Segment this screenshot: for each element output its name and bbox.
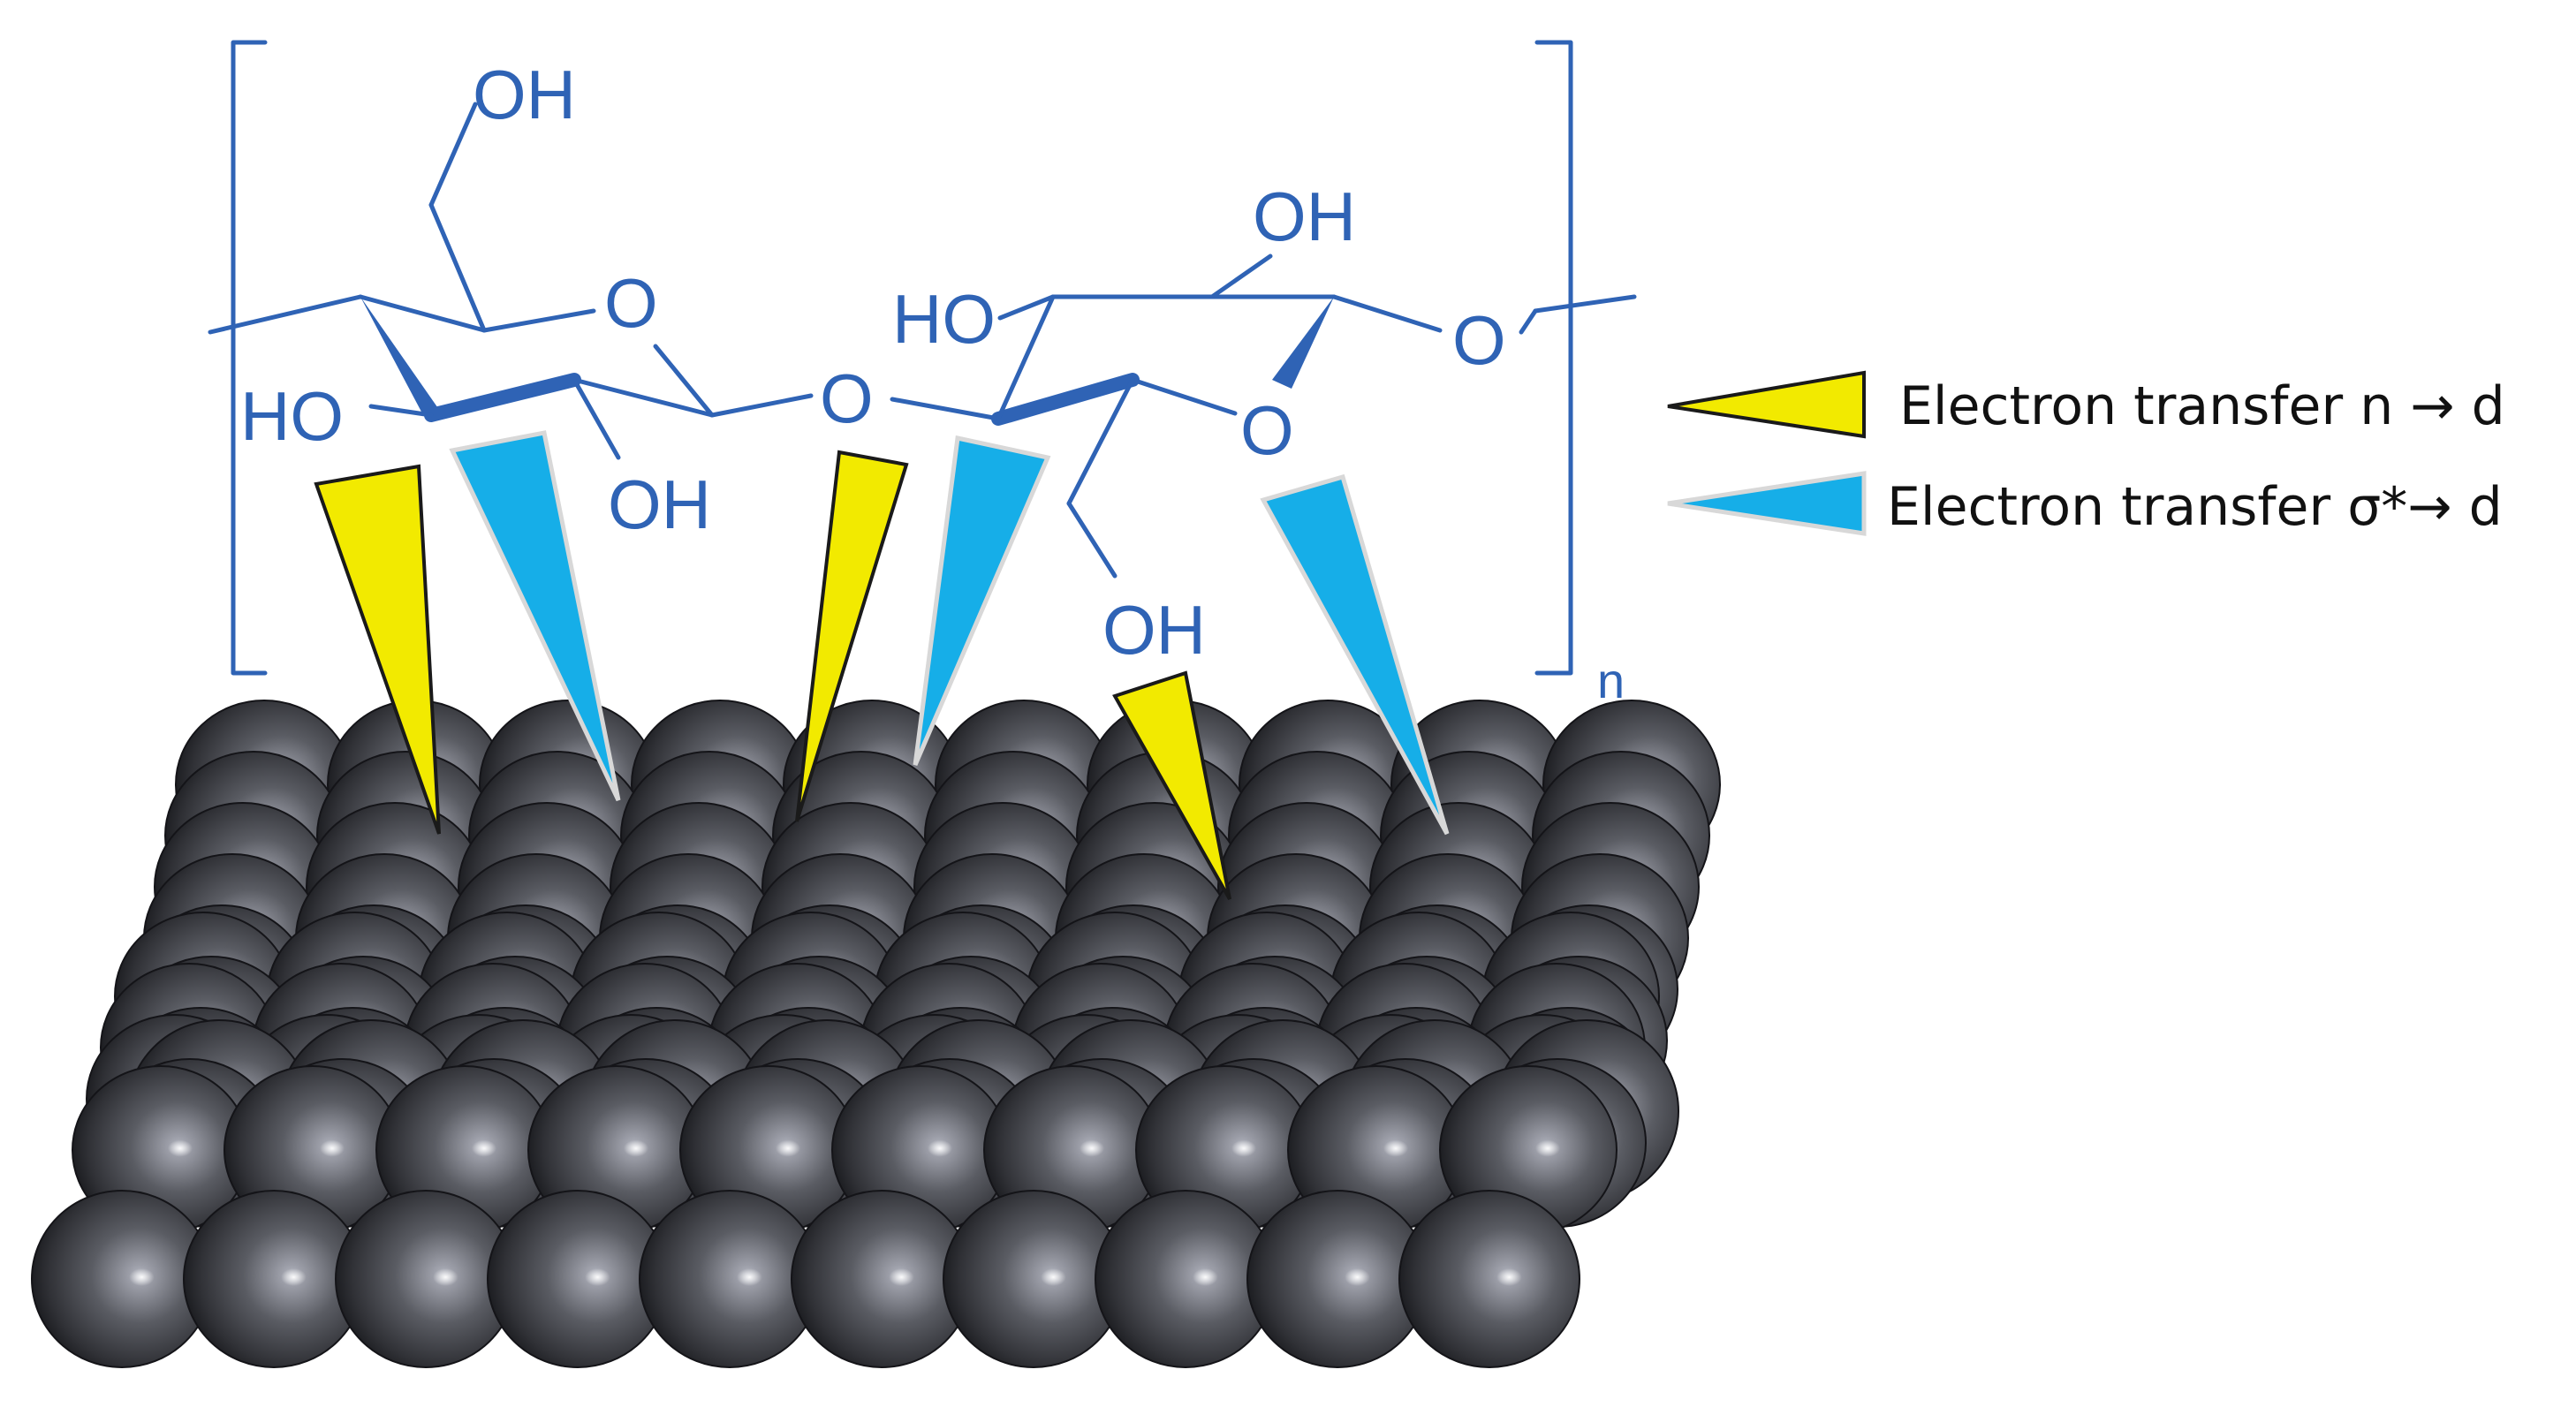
atom-label-o-ring1: O [604, 264, 658, 342]
atom-label-oh-ring2-bottom: OH [1102, 591, 1206, 669]
atom-label-oh-top: OH [473, 56, 576, 133]
wedge-sigma-to-d [1260, 473, 1450, 836]
cellulose-structure [208, 40, 1637, 676]
bond [1066, 377, 1135, 506]
atom-label-oh-ring2-top: OH [1253, 178, 1356, 255]
bond [572, 377, 715, 418]
metal-atom [791, 1190, 973, 1368]
repeat-subscript: n [1597, 653, 1625, 708]
atom-label-oh-bottom1: OH [608, 465, 711, 543]
bond [424, 373, 581, 422]
bond [1519, 308, 1538, 335]
bond [996, 294, 1056, 421]
bond [709, 393, 814, 418]
bond [1209, 253, 1273, 299]
bond [428, 102, 478, 208]
wedge-n-to-d [795, 450, 909, 822]
legend-swatch-yellow-wedge [1667, 370, 1866, 439]
legend-item-sigma-to-d: Electron transfer σ*→ d [1667, 471, 2503, 538]
bond [358, 294, 487, 333]
bond [653, 344, 715, 418]
metal-atom [183, 1190, 365, 1368]
legend-label-n-to-d: Electron transfer n → d [1899, 375, 2505, 437]
wedge-sigma-to-d [449, 430, 621, 802]
atom-label-ho-left: HO [240, 377, 344, 455]
atom-label-ho-ring2: HO [892, 280, 996, 358]
bond [890, 397, 1001, 421]
legend-label-sigma-to-d: Electron transfer σ*→ d [1887, 476, 2503, 538]
metal-surface [31, 700, 1721, 1368]
chain-bond-right [1533, 294, 1637, 314]
wedge-bond [360, 297, 442, 413]
wedge-n-to-d [1112, 670, 1231, 900]
bond [481, 308, 596, 333]
atom-label-o-ring2: O [1240, 391, 1294, 469]
legend: Electron transfer n → d Electron transfe… [1667, 370, 2505, 538]
metal-atom [943, 1190, 1125, 1368]
bond [997, 294, 1056, 321]
bond [1130, 377, 1238, 416]
right-bracket [1534, 40, 1573, 676]
atom-label-o-bridge: O [820, 359, 874, 437]
wedge-sigma-to-d [913, 435, 1051, 766]
metal-atom [1398, 1190, 1580, 1368]
atom-labels: OH O HO OH O HO OH O O OH n [240, 56, 1625, 708]
left-bracket [231, 40, 268, 676]
atom-label-o-right: O [1452, 301, 1506, 379]
bond [991, 373, 1140, 426]
legend-item-n-to-d: Electron transfer n → d [1667, 370, 2505, 439]
bond [572, 377, 621, 460]
bond [368, 404, 434, 418]
legend-swatch-blue-wedge [1667, 471, 1867, 536]
bond [1331, 294, 1443, 333]
electron-transfer-wedges [314, 430, 1450, 900]
wedge-n-to-d [314, 464, 441, 835]
metal-atom [31, 1190, 213, 1368]
bond [428, 202, 487, 333]
bond [1066, 501, 1118, 579]
wedge-bond [1272, 297, 1334, 389]
chain-bond-left [208, 294, 363, 335]
metal-atom [1095, 1190, 1277, 1368]
